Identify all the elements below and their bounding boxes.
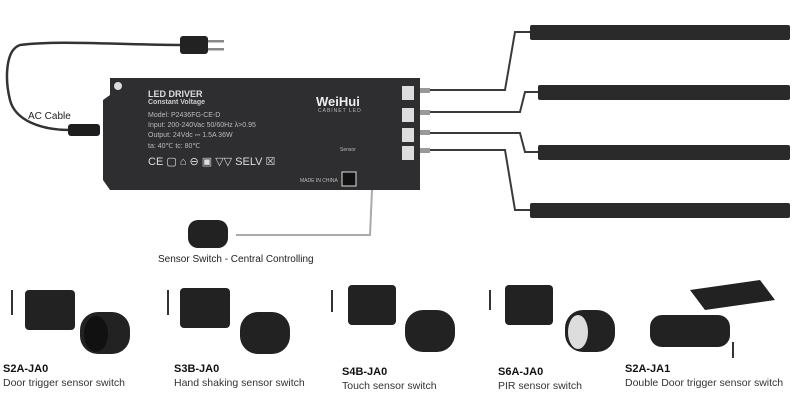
led-driver [103,78,420,190]
brand-logo: WeiHui [316,94,360,109]
driver-title: LED DRIVER [148,89,203,99]
driver-input: Input: 200-240Vac 50/60Hz λ>0.95 [148,122,256,129]
product-code: S2A-JA1 [625,363,671,375]
ac-cable-label: AC Cable [28,111,71,122]
bar-cables [430,31,538,211]
made-in: MADE IN CHINA [300,178,338,184]
ac-cable [5,41,186,132]
driver-certs: CE ▢ ⌂ ⊖ ▣ ▽▽ SELV ☒ [148,156,276,168]
sensor-port-label: Sensor [340,147,356,153]
brand-sub: CABINET LED [318,108,362,114]
sensor-switch-label: Sensor Switch - Central Controlling [158,254,314,265]
product-name: Hand shaking sensor switch [174,377,305,389]
driver-output: Output: 24Vdc ⎓ 1.5A 36W [148,132,233,139]
ac-connector [68,124,100,136]
product-code: S3B-JA0 [174,363,220,375]
driver-temps: ta: 40℃ tc: 80℃ [148,143,201,150]
product-name: Touch sensor switch [342,380,437,392]
ac-plug [180,36,208,54]
led-bars [530,25,790,218]
sensor-switch [188,220,228,248]
product-code: S2A-JA0 [3,363,49,375]
product-name: PIR sensor switch [498,380,583,392]
product-images [25,280,775,354]
sensor-cable [236,189,373,236]
driver-model: Model: P2436FG-CE-D [148,112,221,119]
product-code: S4B-JA0 [342,366,388,378]
product-name: Double Door trigger sensor switch [625,377,784,389]
product-code: S6A-JA0 [498,366,544,378]
driver-subtitle: Constant Voltage [148,99,206,106]
product-name: Door trigger sensor switch [3,377,125,389]
